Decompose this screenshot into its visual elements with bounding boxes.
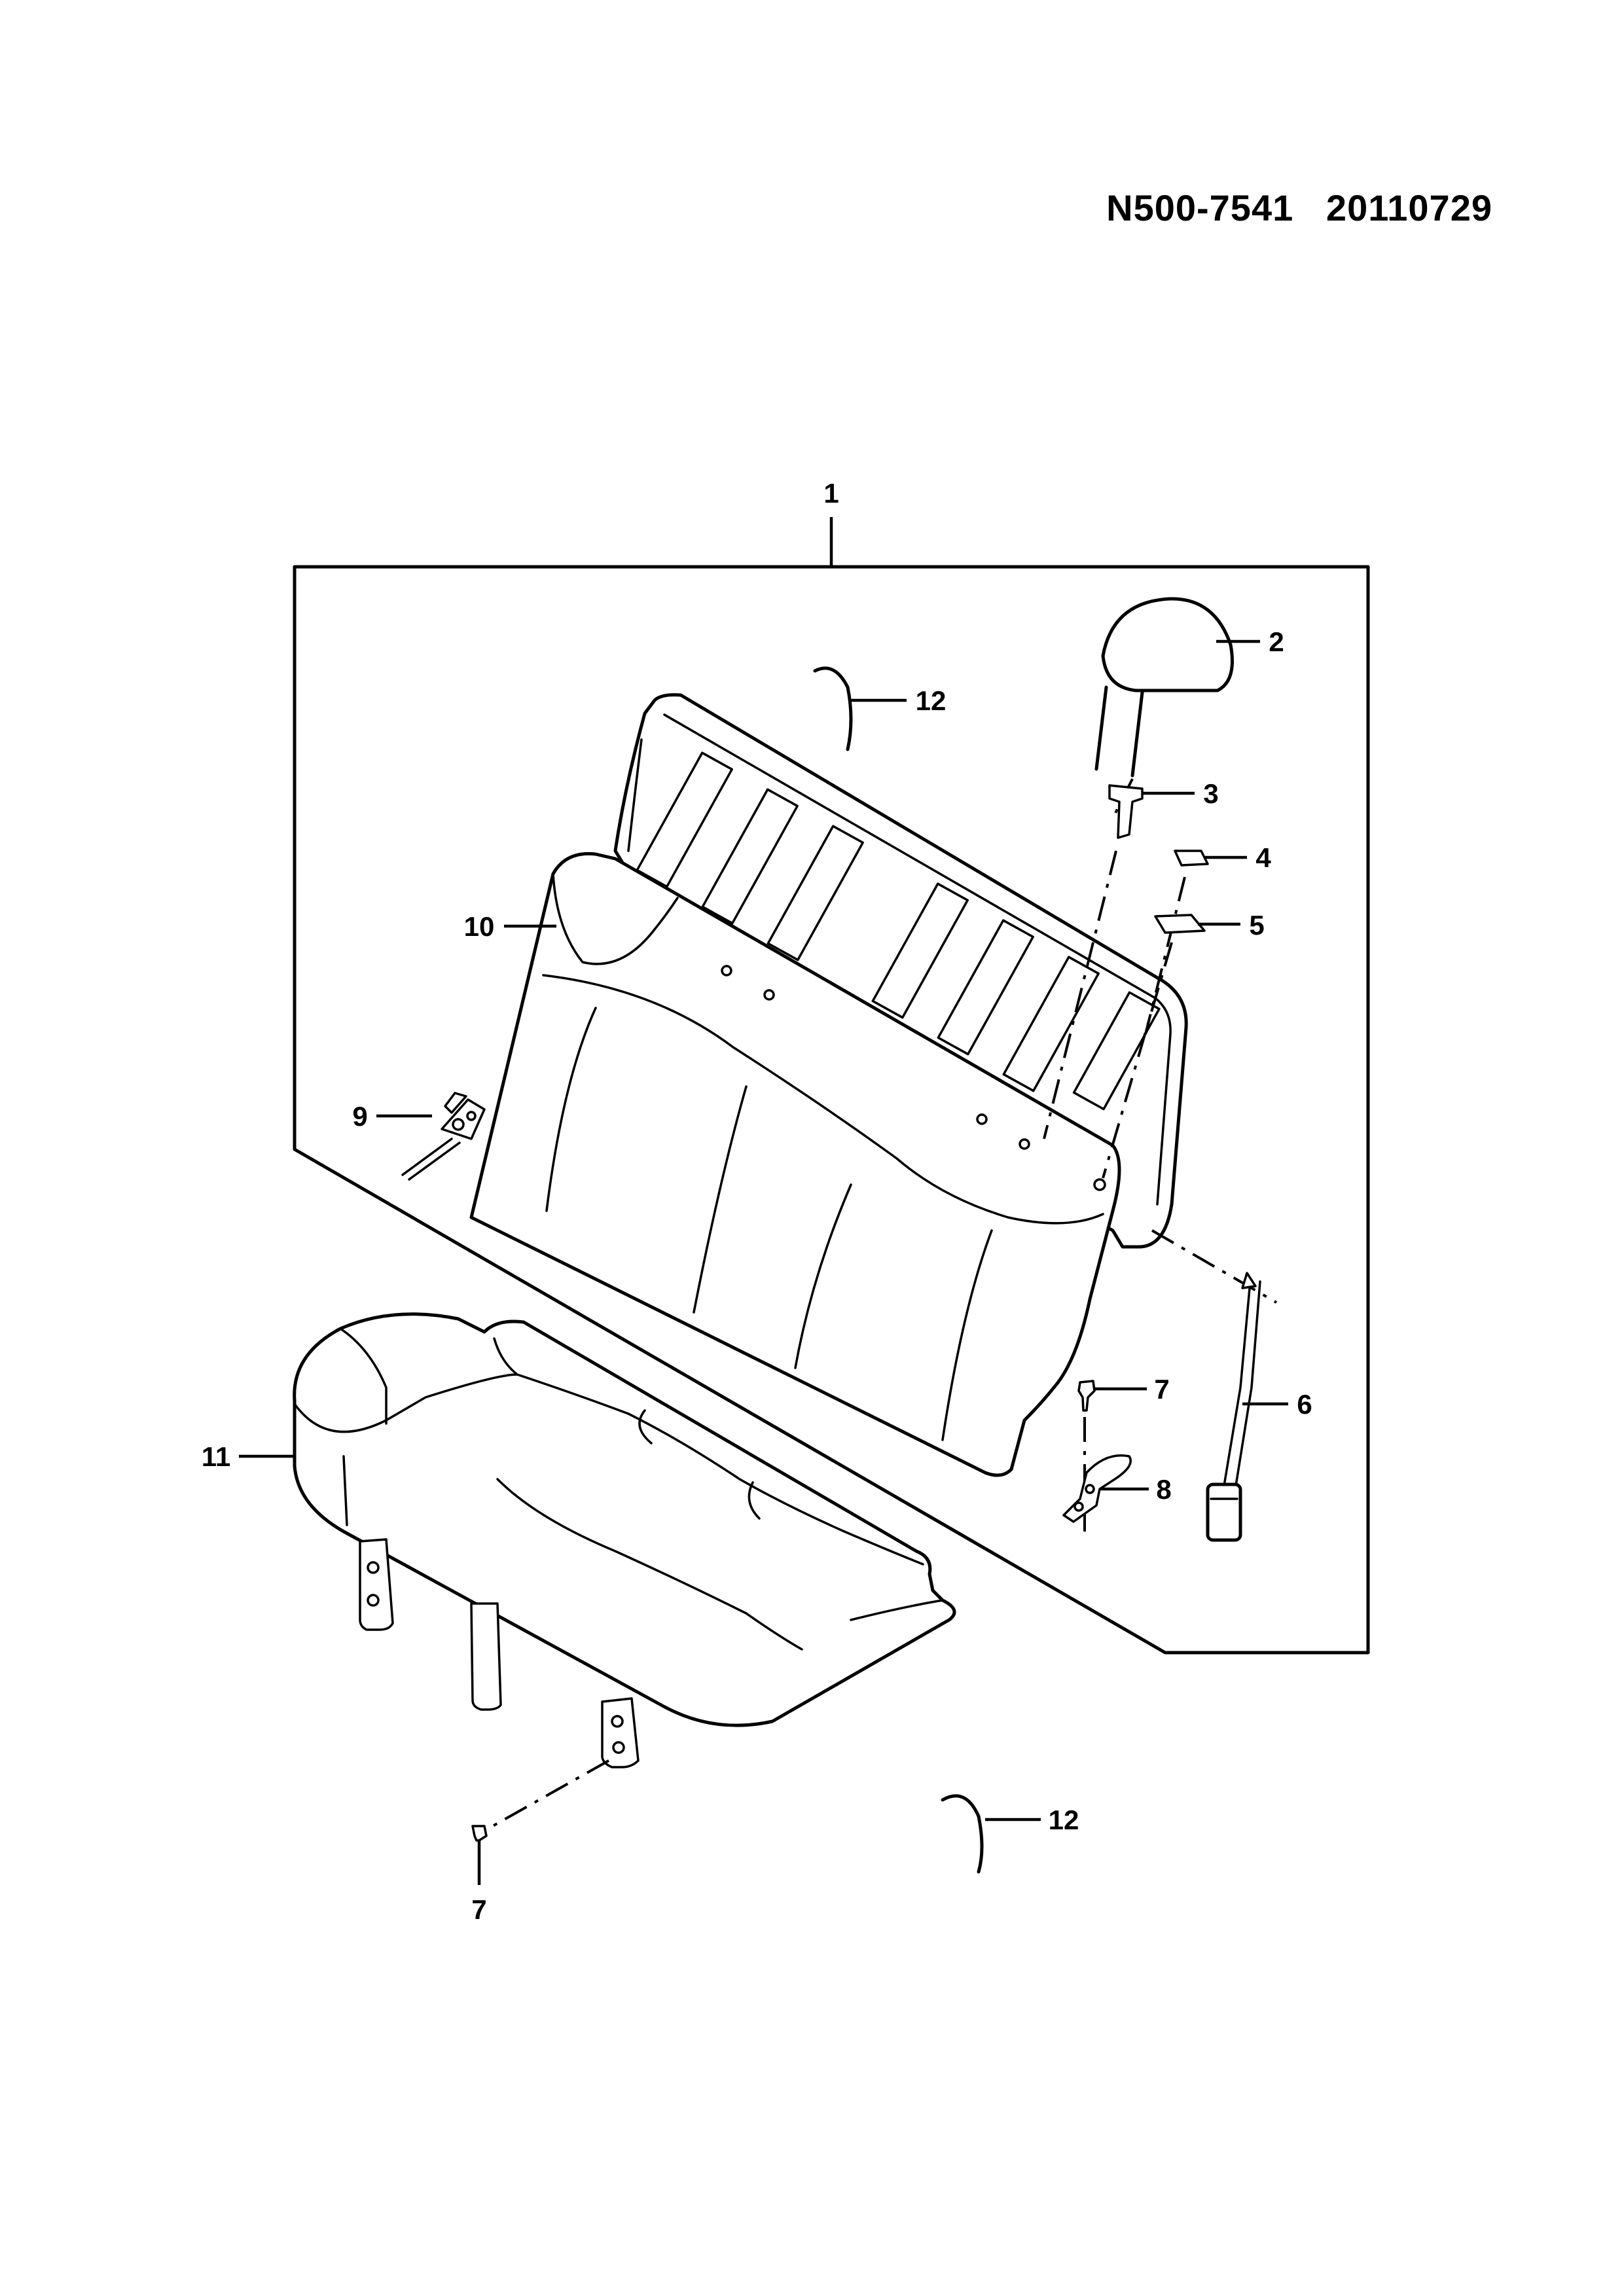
frame-slats [636, 751, 1161, 1111]
guide-bezel [1102, 914, 1240, 1179]
callout-3: 3 [1203, 778, 1218, 809]
seat-back-cushion [469, 852, 1121, 1477]
clip-lower [941, 1794, 984, 1874]
assembly-boundary [293, 565, 1370, 1655]
latch-bracket [376, 1092, 486, 1181]
callout-9: 9 [352, 1101, 367, 1132]
seat-cushion [293, 1312, 956, 1727]
callout-2: 2 [1269, 626, 1284, 657]
callout-4: 4 [1255, 842, 1271, 873]
callout-8: 8 [1156, 1474, 1171, 1505]
part-code: N500-7541 [1106, 187, 1294, 228]
headrest [1094, 597, 1260, 819]
callout-6: 6 [1297, 1389, 1312, 1420]
date-code: 20110729 [1326, 187, 1492, 228]
clip-upper [813, 666, 853, 751]
callout-12-lower: 12 [1049, 1804, 1079, 1835]
callout-7-upper: 7 [1154, 1374, 1169, 1405]
callout-7-lower: 7 [471, 1894, 486, 1925]
callout-1: 1 [823, 478, 839, 509]
headrest-guide [1043, 784, 1195, 1139]
seat-belt-buckle [1151, 1229, 1288, 1542]
seat-cushion-mounts [359, 1538, 640, 1834]
bolt-upper [1077, 1380, 1147, 1532]
guide-cap [1144, 850, 1247, 1035]
hinge-bracket [1062, 1454, 1149, 1523]
callout-11: 11 [202, 1441, 230, 1472]
callout-12-upper: 12 [916, 685, 947, 716]
callout-5: 5 [1249, 910, 1264, 941]
bolt-lower [471, 1825, 488, 1885]
document-id: N500-7541 20110729 [1047, 187, 1492, 229]
callout-10: 10 [464, 911, 495, 942]
